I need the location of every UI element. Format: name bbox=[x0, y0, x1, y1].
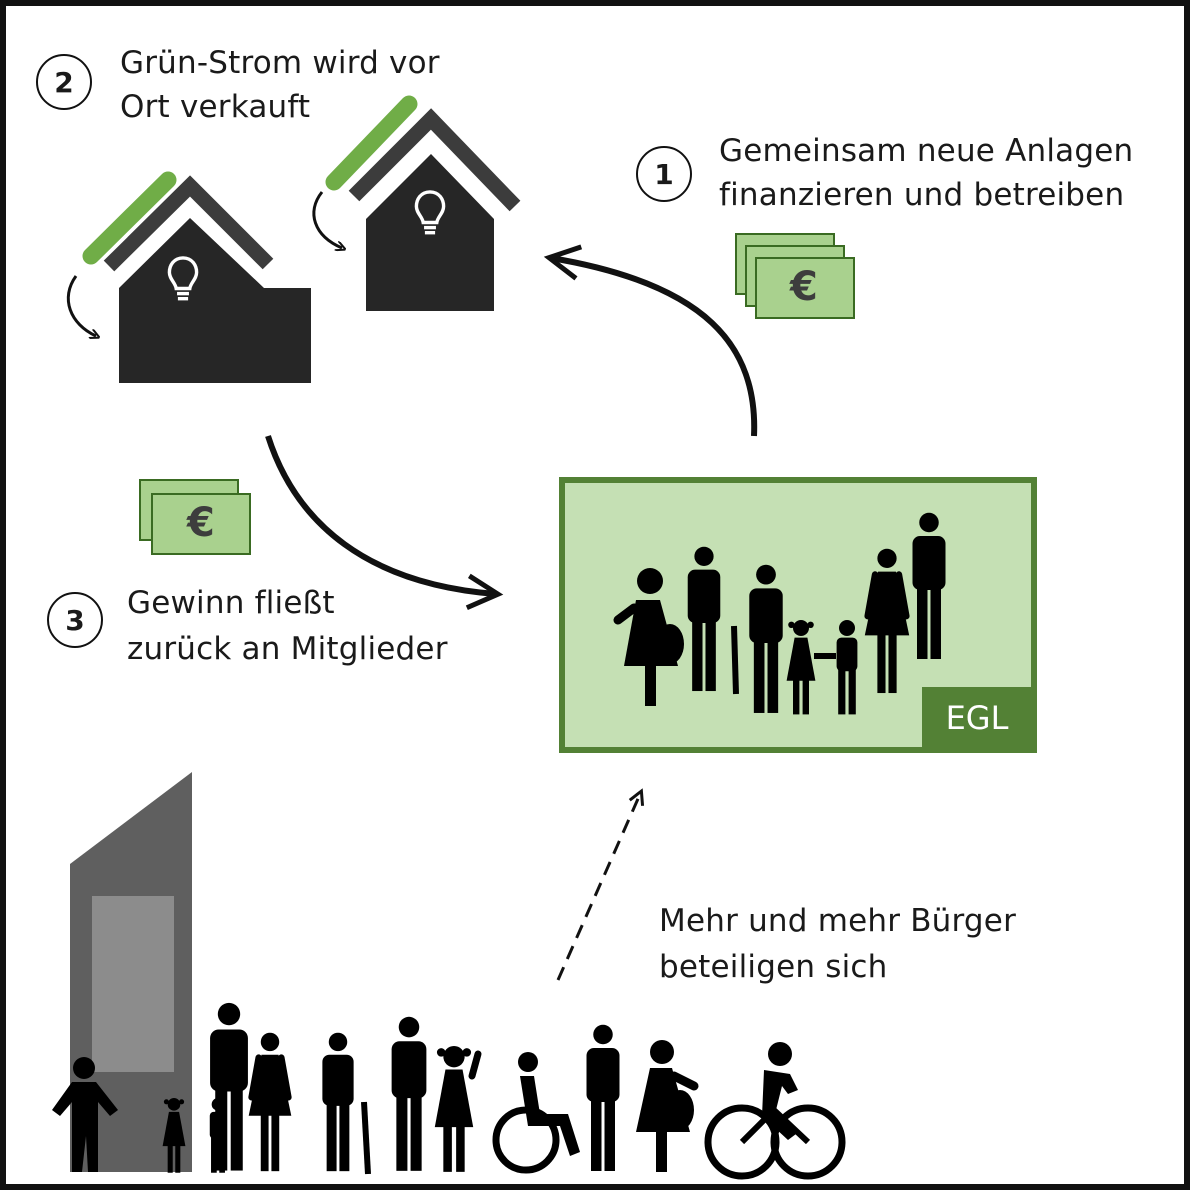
step-2-text-line-2: Ort verkauft bbox=[120, 89, 311, 125]
step-1-text-line-1: Gemeinsam neue Anlagen bbox=[719, 133, 1134, 169]
house-icon bbox=[325, 95, 521, 311]
step-1-text-line-2: finanzieren und betreiben bbox=[719, 177, 1125, 213]
step-3-text-line-2: zurück an Mitglieder bbox=[127, 631, 448, 667]
arrow-participation bbox=[556, 788, 645, 981]
tower-building-icon bbox=[70, 772, 192, 1172]
step-2-text-line-1: Grün-Strom wird vor bbox=[120, 45, 440, 81]
money-bills-icon bbox=[735, 233, 855, 319]
step-3-text-line-1: Gewinn fließt bbox=[127, 585, 335, 621]
step-1-badge: 1 bbox=[636, 146, 692, 202]
arrow-profit bbox=[265, 435, 504, 611]
arrow-finance bbox=[543, 244, 758, 437]
euro-symbol: € bbox=[187, 500, 216, 546]
euro-symbol: € bbox=[790, 264, 819, 310]
money-bills-icon bbox=[139, 479, 251, 555]
cooperative-label: EGL bbox=[922, 687, 1032, 749]
participation-text-line-2: beteiligen sich bbox=[659, 949, 888, 985]
step-2-badge: 2 bbox=[36, 54, 92, 110]
bicycle-icon bbox=[704, 1042, 846, 1180]
family-group-icon bbox=[613, 512, 946, 715]
house-icon bbox=[82, 171, 311, 383]
crowd-icon bbox=[52, 1002, 846, 1180]
wheelchair-icon bbox=[492, 1052, 580, 1174]
participation-text-line-1: Mehr und mehr Bürger bbox=[659, 903, 1017, 939]
step-3-badge: 3 bbox=[47, 592, 103, 648]
